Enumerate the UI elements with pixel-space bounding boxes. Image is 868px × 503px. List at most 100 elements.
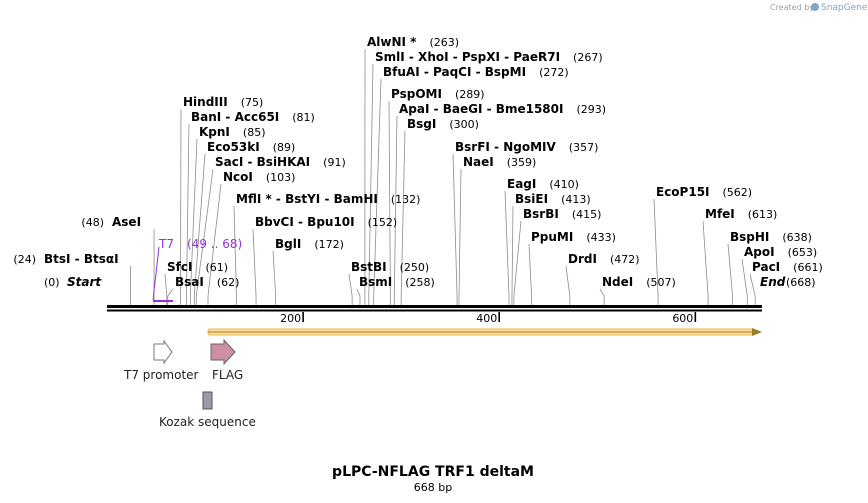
site-hindiii[interactable]: HindIII(75) xyxy=(183,95,263,109)
site-bstbi[interactable]: BstBI(250) xyxy=(351,260,429,274)
site-label: BspHI xyxy=(730,230,769,244)
site-position: (293) xyxy=(576,103,606,116)
flag-arrow-icon xyxy=(210,338,236,366)
feature-flag[interactable]: FLAG xyxy=(210,338,243,382)
map-length: 668 bp xyxy=(414,481,452,494)
feature-kozak[interactable]: Kozak sequence xyxy=(159,391,256,429)
site-bgli[interactable]: BglI(172) xyxy=(275,237,344,251)
site-leader-line xyxy=(400,130,406,305)
site-label: BfuAI - PaqCI - BspMI xyxy=(383,65,526,79)
site-btsi[interactable]: BtsI - BtsαI(24) xyxy=(13,252,118,266)
site-position: (289) xyxy=(455,88,485,101)
site-leader-line xyxy=(653,198,659,305)
site-position: (357) xyxy=(569,141,599,154)
site-mfli[interactable]: MflI * - BstYI - BamHI(132) xyxy=(236,192,420,206)
site-kpni[interactable]: KpnI(85) xyxy=(199,125,266,139)
site-label: MflI * - BstYI - BamHI xyxy=(236,192,378,206)
site-bsphi[interactable]: BspHI(638) xyxy=(730,230,812,244)
site-apoi[interactable]: ApoI(653) xyxy=(744,245,817,259)
site-position: (48) xyxy=(81,216,104,229)
site-leader-line xyxy=(368,63,374,305)
site-position: (433) xyxy=(586,231,616,244)
site-sfci[interactable]: SfcI(61) xyxy=(167,260,228,274)
site-label: SacI - BsiHKAI xyxy=(215,155,310,169)
site-label: BsaI xyxy=(175,275,204,289)
site-label: ApoI xyxy=(744,245,775,259)
site-alwni[interactable]: AlwNI *(263) xyxy=(367,35,459,49)
site-label: BtsI - BtsαI xyxy=(44,252,119,266)
site-label: NdeI xyxy=(602,275,633,289)
site-position: (661) xyxy=(793,261,823,274)
site-leader-line xyxy=(233,205,237,305)
site-ecop15i[interactable]: EcoP15I(562) xyxy=(656,185,752,199)
site-label: BsmI xyxy=(359,275,392,289)
site-position: (267) xyxy=(573,51,603,64)
site-position: (89) xyxy=(273,141,296,154)
primer-t7[interactable]: T7 (49 .. 68) xyxy=(152,237,242,302)
site-label: PacI xyxy=(752,260,780,274)
site-eco53ki[interactable]: Eco53kI(89) xyxy=(207,140,295,154)
feature-t7-promoter[interactable]: T7 promoter xyxy=(123,339,199,382)
site-bbvci[interactable]: BbvCI - Bpu10I(152) xyxy=(255,215,397,229)
site-asei[interactable]: AseI (48) xyxy=(81,215,141,229)
start-label: Start xyxy=(67,275,102,289)
end-position: (668) xyxy=(786,276,816,289)
orf-arrow[interactable] xyxy=(207,328,762,336)
site-leader-line xyxy=(528,243,532,305)
site-label: BsgI xyxy=(407,117,436,131)
site-position: (91) xyxy=(323,156,346,169)
site-position: (263) xyxy=(429,36,459,49)
site-bsrfi[interactable]: BsrFI - NgoMIV(357) xyxy=(455,140,598,154)
site-label: DrdI xyxy=(568,252,597,266)
site-mfei[interactable]: MfeI(613) xyxy=(705,207,777,221)
site-position: (562) xyxy=(723,186,753,199)
site-leader-line xyxy=(565,265,571,305)
site-position: (472) xyxy=(610,253,640,266)
site-bsiei[interactable]: BsiEI (413) xyxy=(515,192,591,206)
site-leader-line xyxy=(727,243,733,305)
site-ppumi[interactable]: PpuMI(433) xyxy=(531,230,616,244)
start-position: (0) xyxy=(44,276,60,289)
backbone-top-strand xyxy=(107,305,762,308)
site-label: BstBI xyxy=(351,260,387,274)
site-label: BglI xyxy=(275,237,301,251)
site-bsai[interactable]: BsaI(62) xyxy=(175,275,239,289)
site-label: SfcI xyxy=(167,260,192,274)
site-bsmi[interactable]: BsmI(258) xyxy=(359,275,435,289)
site-position: (85) xyxy=(243,126,266,139)
site-position: (103) xyxy=(266,171,296,184)
site-bsrbi[interactable]: BsrBI(415) xyxy=(523,207,601,221)
site-bfuai[interactable]: BfuAI - PaqCI - BspMI (272) xyxy=(383,65,569,79)
flag-label: FLAG xyxy=(212,368,243,382)
restriction-sites: BtsI - BtsαI(24) AseI (48) SfcI(61)BsaI(62)… xyxy=(13,35,822,289)
site-ndei[interactable]: NdeI(507) xyxy=(602,275,676,289)
site-position: (413) xyxy=(561,193,591,206)
site-leader-line xyxy=(599,288,605,305)
site-bani[interactable]: BanI - Acc65I(81) xyxy=(191,110,315,124)
credit-brand: SnapGene xyxy=(821,3,868,13)
site-saci[interactable]: SacI - BsiHKAI (91) xyxy=(215,155,346,169)
ruler-tick-label: 600 xyxy=(672,312,693,325)
site-ncoi[interactable]: NcoI(103) xyxy=(223,170,295,184)
site-leader-line xyxy=(388,100,391,305)
site-pspomi[interactable]: PspOMI(289) xyxy=(391,87,485,101)
primer-name: T7 xyxy=(158,237,174,251)
site-position: (272) xyxy=(539,66,569,79)
site-smli[interactable]: SmlI - XhoI - PspXI - PaeR7I(267) xyxy=(375,50,603,64)
site-leader-line xyxy=(741,258,748,305)
site-leader-line xyxy=(195,168,214,305)
site-label: ApaI - BaeGI - Bme1580I xyxy=(399,102,563,116)
orf-arrowhead xyxy=(752,328,762,336)
site-apai[interactable]: ApaI - BaeGI - Bme1580I (293) xyxy=(399,102,606,116)
site-naei[interactable]: NaeI(359) xyxy=(463,155,536,169)
site-bsgi[interactable]: BsgI(300) xyxy=(407,117,479,131)
site-label: BsiEI xyxy=(515,192,548,206)
site-eagi[interactable]: EagI(410) xyxy=(507,177,579,191)
site-leader-line xyxy=(207,183,222,305)
primer-leader xyxy=(152,246,160,301)
site-paci[interactable]: PacI (661) xyxy=(752,260,823,274)
site-leader-line xyxy=(452,153,458,305)
site-drdi[interactable]: DrdI (472) xyxy=(568,252,640,266)
site-label: AseI xyxy=(112,215,141,229)
